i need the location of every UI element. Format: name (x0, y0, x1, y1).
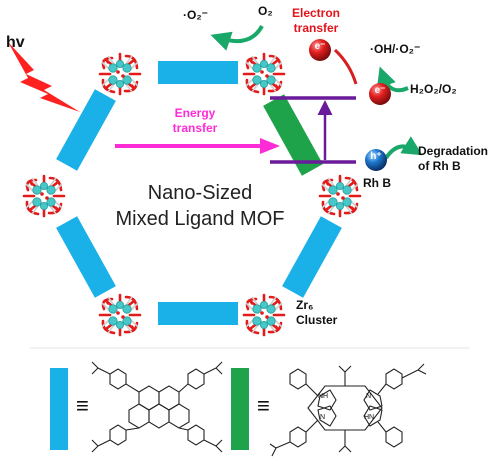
hole-sphere-icon (365, 149, 387, 171)
rhb-label: Rh B (363, 176, 391, 190)
linker-blue-bottom (158, 302, 238, 325)
electron-transfer-label: Electron transfer (282, 6, 350, 36)
hv-label: hv (6, 34, 25, 51)
degradation-line2: of Rh B (418, 159, 461, 173)
zr6-cluster-icon (242, 52, 286, 96)
electron-sphere-icon (369, 83, 391, 105)
linker-blue-lower-left (56, 216, 116, 298)
energy-transfer-arrow (115, 138, 280, 154)
zr6-line2: Cluster (296, 313, 338, 327)
linker-blue-lower-right (282, 216, 342, 298)
pyrrole-n2-label: N (320, 414, 326, 421)
porphyrin-linker-structure (269, 363, 427, 457)
green-arrow-o2-to-superoxide (210, 24, 264, 51)
green-arrow-degradation (384, 136, 423, 160)
band-diagram (270, 96, 356, 164)
equiv-symbol: ≡ (76, 393, 89, 418)
linker-green-upper-right (263, 94, 323, 176)
zr6-cluster-icon (242, 293, 286, 337)
pyrrole-n-label: N (366, 393, 372, 400)
o2-label: O₂ (258, 4, 273, 18)
equiv-symbol: ≡ (257, 393, 270, 418)
electron-transfer-line2: transfer (293, 21, 339, 35)
pyrene-linker-structure (91, 361, 223, 453)
zr6-cluster-icon (22, 174, 66, 218)
degradation-line1: Degradation (418, 144, 489, 158)
pyrrole-nh-label: NH (318, 393, 329, 400)
electron-transfer-line1: Electron (291, 6, 340, 20)
superoxide-label: ·O₂⁻ (183, 8, 208, 22)
zr6-cluster-icon (318, 174, 362, 218)
red-arrow-electron-transfer (333, 48, 358, 85)
electron-symbol-label: e⁻ (374, 85, 386, 96)
electron-symbol-label: e⁻ (314, 41, 326, 52)
radicals-label: ·OH/·O₂⁻ (370, 42, 421, 56)
hole-symbol-label: h⁺ (370, 151, 382, 162)
mof-title-line1: Nano-Sized (147, 182, 253, 204)
energy-transfer-line1: Energy (174, 106, 216, 120)
zr6-cluster-label: Zr₆ Cluster (296, 298, 337, 328)
linker-blue-upper-left (56, 89, 116, 171)
zr6-line1: Zr₆ (296, 298, 314, 312)
green-arrow-h2o2 (376, 66, 409, 93)
zr6-cluster-icon (98, 52, 142, 96)
legend-linker-blue (50, 368, 68, 450)
pyrrole-hn-label: HN (364, 414, 375, 421)
mof-title-line2: Mixed Ligand MOF (115, 208, 285, 230)
energy-transfer-line2: transfer (172, 121, 218, 135)
lightning-icon (8, 42, 80, 112)
legend-linker-green (231, 368, 249, 450)
degradation-label: Degradation of Rh B (418, 144, 488, 174)
zr6-cluster-icon (98, 293, 142, 337)
mof-title: Nano-Sized Mixed Ligand MOF (100, 180, 300, 232)
linker-blue-top (158, 61, 238, 84)
electron-sphere-icon (309, 39, 331, 61)
h2o2-label: H₂O₂/O₂ (410, 82, 457, 96)
energy-transfer-label: Energy transfer (160, 106, 230, 136)
